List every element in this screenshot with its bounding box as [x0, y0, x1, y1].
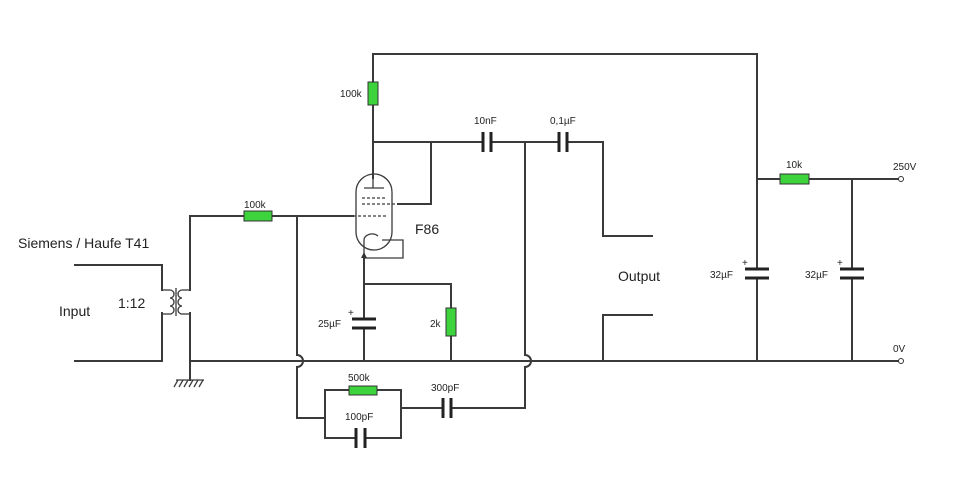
capacitor-cathode [352, 317, 376, 330]
r-feedback-label: 500k [348, 373, 371, 384]
tube-symbol [353, 173, 398, 258]
r-grid-label: 100k [244, 200, 267, 211]
supply-voltage-label: 250V [893, 162, 917, 173]
resistor-cathode [445, 307, 457, 337]
c-filter2-plus: + [837, 258, 843, 269]
input-label: Input [59, 303, 90, 319]
resistor-supply [779, 173, 810, 185]
transformer-name-label: Siemens / Haufe T41 [18, 235, 149, 251]
transformer-symbol [162, 288, 190, 316]
r-cathode-label: 2k [430, 319, 442, 330]
c-cathode-label: 25µF [318, 319, 341, 330]
c-cathode-plus: + [348, 308, 354, 319]
c-feedback-parallel-label: 100pF [345, 412, 373, 423]
c-couple2-label: 0,1µF [550, 116, 576, 127]
capacitor-filter-2 [840, 267, 864, 280]
terminal-ground [898, 358, 904, 364]
capacitor-coupling-1 [481, 132, 493, 152]
tube-name-label: F86 [415, 221, 439, 237]
c-feedback-label: 300pF [431, 383, 459, 394]
r-supply-label: 10k [786, 160, 803, 171]
c-filter1-plus: + [742, 258, 748, 269]
resistor-feedback [348, 385, 378, 396]
resistor-plate [367, 81, 379, 106]
capacitor-feedback-parallel [354, 428, 367, 448]
c-couple1-label: 10nF [474, 116, 497, 127]
c-filter1-label: 32µF [710, 270, 733, 281]
capacitor-filter-1 [745, 267, 769, 280]
transformer-ratio-label: 1:12 [118, 295, 145, 311]
capacitor-feedback [441, 398, 453, 418]
resistor-grid [243, 210, 273, 222]
r-plate-label: 100k [340, 89, 363, 100]
output-label: Output [618, 268, 660, 284]
capacitor-coupling-2 [557, 132, 569, 152]
wire-crossovers [295, 353, 532, 369]
wires [74, 53, 901, 439]
terminal-supply [898, 176, 904, 182]
ground-label: 0V [893, 344, 906, 355]
c-filter2-label: 32µF [805, 270, 828, 281]
